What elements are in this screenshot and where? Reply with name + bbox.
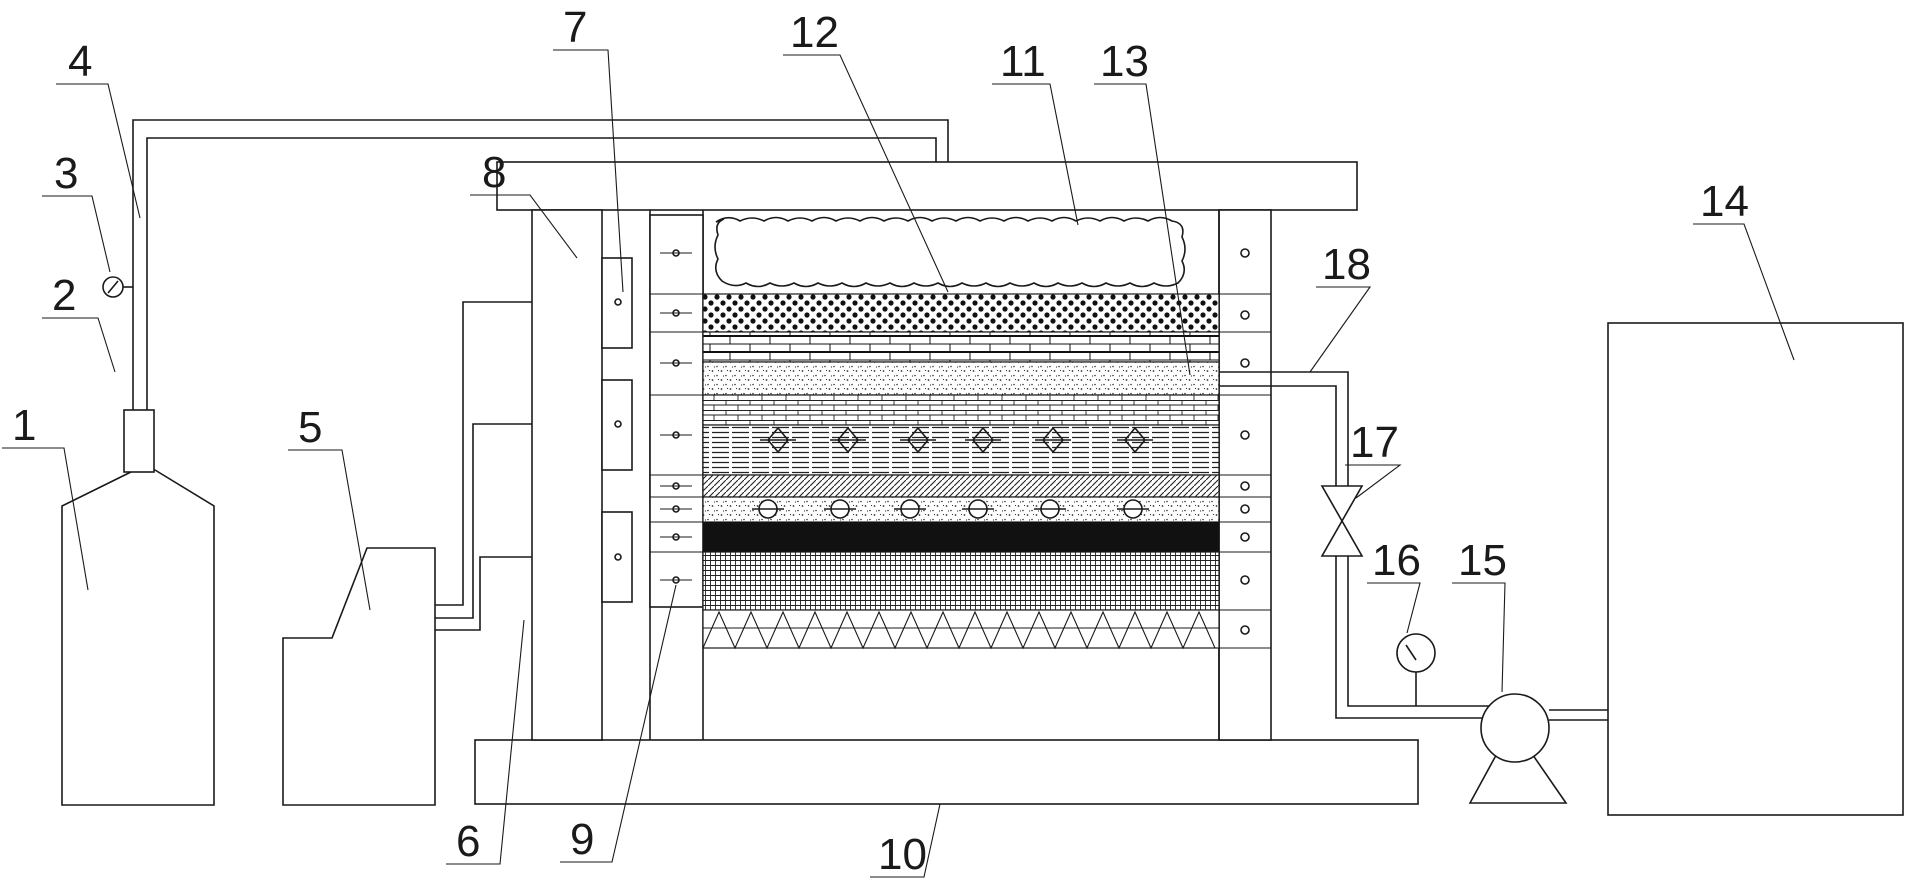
label-3: 3	[54, 149, 78, 198]
right-port-column	[1219, 248, 1271, 649]
label-17: 17	[1350, 418, 1399, 467]
label-13: 13	[1100, 37, 1149, 86]
frame	[474, 161, 1419, 805]
layer-12-gravel	[702, 293, 1220, 333]
layer-brick	[702, 331, 1220, 363]
label-4: 4	[68, 37, 92, 86]
base-plate	[474, 739, 1419, 805]
sample-layers	[702, 216, 1220, 650]
layer-zigzag	[702, 610, 1216, 650]
label-18: 18	[1322, 240, 1371, 289]
label-16: 16	[1372, 536, 1421, 585]
gauge-icon	[1396, 633, 1436, 706]
valve-icon	[1320, 485, 1364, 557]
label-9: 9	[570, 815, 594, 864]
outlet-pipe	[1219, 371, 1490, 719]
pressure-gauge-3	[102, 276, 133, 298]
numerals: 1 2 3 4 5 6 7 8 9 10 11 12 13 14 15 16 1…	[12, 3, 1749, 879]
layer-13-sand	[702, 361, 1220, 396]
left-port-column	[649, 214, 704, 608]
layer-dark	[703, 522, 1219, 552]
label-15: 15	[1458, 536, 1507, 585]
label-8: 8	[482, 148, 506, 197]
support-column-left	[531, 209, 603, 741]
label-14: 14	[1700, 177, 1749, 226]
leader-lines	[2, 49, 1795, 878]
water-tank	[1607, 322, 1904, 816]
label-10: 10	[878, 830, 927, 879]
label-2: 2	[52, 271, 76, 320]
layer-brick-fine	[702, 394, 1220, 426]
sensor-port-icon	[660, 249, 692, 584]
label-1: 1	[12, 401, 36, 450]
gas-cylinder	[61, 409, 215, 806]
top-plate	[496, 161, 1358, 211]
label-7: 7	[563, 3, 587, 52]
label-6: 6	[456, 817, 480, 866]
layer-grid	[702, 551, 1220, 611]
pump-icon	[1468, 693, 1610, 804]
label-11: 11	[1000, 37, 1046, 86]
label-12: 12	[790, 8, 839, 57]
sensor-holders	[601, 257, 633, 603]
label-5: 5	[298, 403, 322, 452]
layer-11-cloud	[714, 216, 1186, 288]
layer-diagonal	[702, 474, 1220, 498]
